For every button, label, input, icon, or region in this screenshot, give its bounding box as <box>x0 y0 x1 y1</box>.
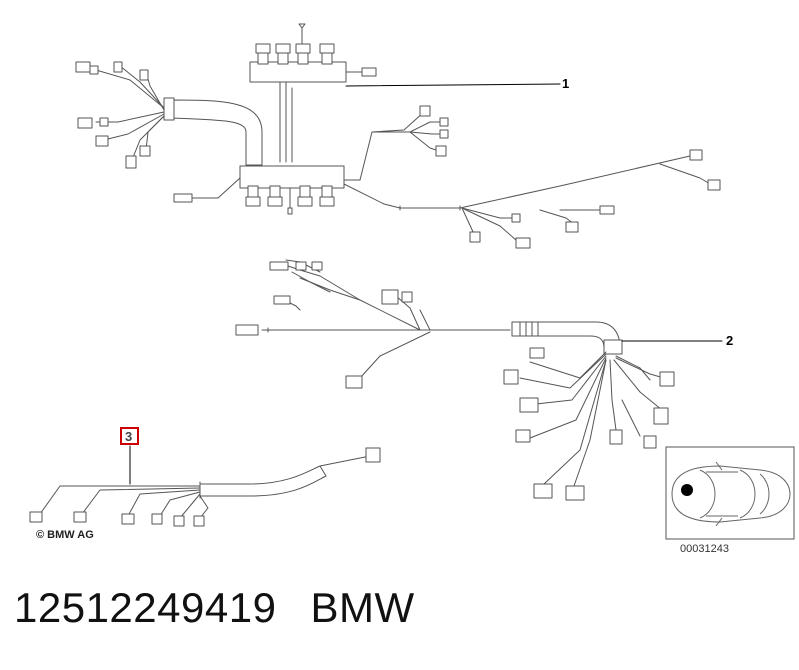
locator-inset <box>665 446 795 540</box>
callout-number-2[interactable]: 2 <box>726 333 733 348</box>
car-top-view-icon <box>671 461 791 527</box>
harness-part-1[interactable] <box>75 23 721 249</box>
callout-highlight-box <box>120 427 139 445</box>
part-number: 12512249419 <box>14 584 277 631</box>
callout-number-1[interactable]: 1 <box>562 76 569 91</box>
location-marker <box>681 484 693 496</box>
reference-number: 00031243 <box>680 543 729 555</box>
parts-diagram: 1 2 3 © BMW AG 00031243 <box>29 23 795 555</box>
part-caption: 12512249419 BMW <box>14 584 415 632</box>
copyright-notice: © BMW AG <box>36 529 94 541</box>
harness-part-2[interactable] <box>235 259 675 501</box>
brand-name: BMW <box>310 584 415 631</box>
callout-line-1 <box>345 83 561 87</box>
harness-part-3[interactable] <box>29 447 381 527</box>
callout-number-3[interactable]: 3 <box>125 429 132 444</box>
